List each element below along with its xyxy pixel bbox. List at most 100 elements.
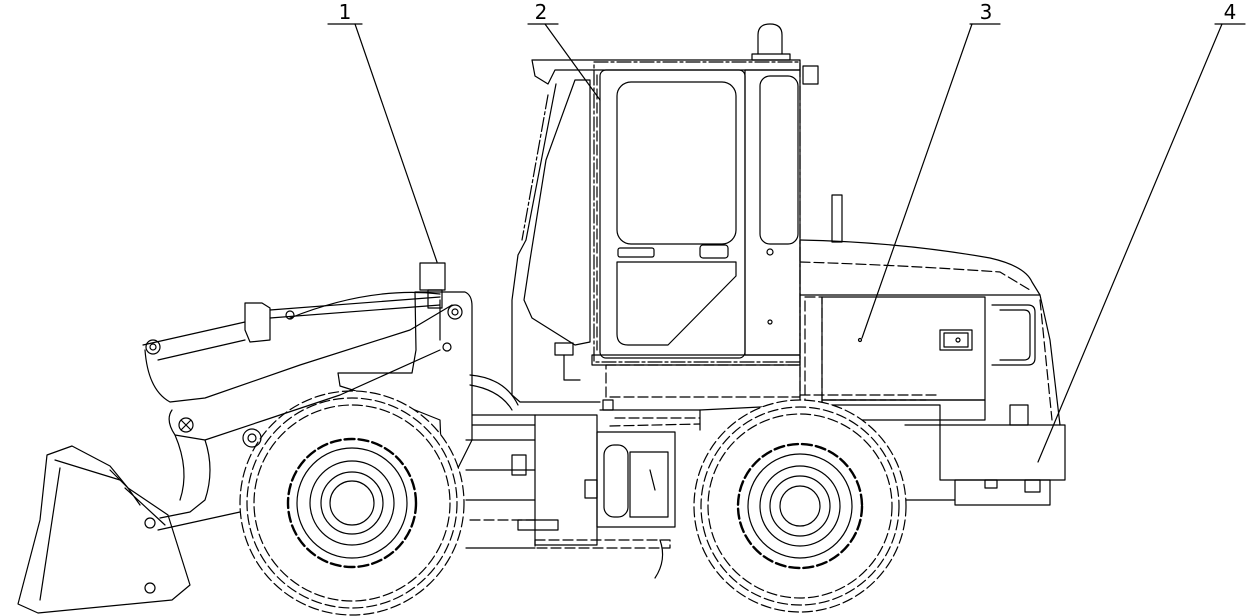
hose-lower <box>469 384 513 411</box>
lift-arm-bottom <box>168 349 441 441</box>
lamp-mount <box>427 289 443 309</box>
hydraulic-tank-line <box>649 469 656 491</box>
beacon-dome <box>757 23 783 55</box>
front-hub <box>320 471 384 535</box>
valve-block <box>584 479 598 499</box>
callout-label: 4 <box>1224 0 1237 24</box>
tilt-link <box>142 321 246 361</box>
hydraulic-hoses <box>469 374 519 411</box>
bucket-side-line <box>39 467 61 601</box>
rear-rim-inner <box>759 465 841 547</box>
front-tire-inner <box>253 404 451 602</box>
rear-rim-outer <box>736 442 864 570</box>
tower-plate <box>337 291 473 471</box>
grille-inner <box>999 309 1031 361</box>
callout-leader <box>1037 23 1223 463</box>
cab-rear-bolt-lower <box>767 319 773 325</box>
cab-front-hidden <box>521 94 549 241</box>
counterweight-mark <box>984 479 998 489</box>
front-frame-pin <box>517 519 559 531</box>
latch-inner <box>943 332 969 348</box>
bucket-shell <box>17 445 191 614</box>
tail-light <box>1009 404 1029 426</box>
callout-leader <box>354 23 438 263</box>
latch-frame <box>939 329 973 351</box>
center-frame <box>534 399 701 579</box>
bucket-lip <box>54 459 121 481</box>
tilt-hose-fitting <box>285 310 295 320</box>
callout-2: 2 <box>527 0 601 101</box>
counterweight <box>939 404 1066 506</box>
hood-latch <box>939 329 973 351</box>
center-frame-top <box>599 409 701 431</box>
tilt-cylinder <box>244 291 441 343</box>
front-frame-bracket <box>511 454 527 476</box>
boom-pivot-pin <box>451 308 459 316</box>
rear-tire-inner <box>707 413 893 599</box>
cab-rear-bolt <box>766 248 774 256</box>
cab-floor <box>591 354 801 366</box>
hanging-hose <box>654 539 664 579</box>
side-door <box>821 296 986 401</box>
center-frame-hidden <box>534 539 671 549</box>
tilt-hose <box>289 291 441 319</box>
rear-wheel <box>693 399 907 613</box>
rear-tire-tread <box>700 406 900 606</box>
front-rim-outer <box>286 437 418 569</box>
front-tire-outer <box>239 390 465 616</box>
rear-hub-cap <box>779 485 821 527</box>
counterweight-base <box>954 479 1051 506</box>
exhaust-pipe <box>831 194 843 243</box>
hood-hidden-line <box>799 261 1031 291</box>
bucket <box>17 445 191 614</box>
cab-roof <box>531 59 801 85</box>
tilt-cylinder-rod <box>269 296 441 319</box>
callout-leader <box>861 23 973 339</box>
hydraulic-tank <box>629 451 669 518</box>
cab-rear-panel <box>744 69 801 356</box>
lift-arm-lower <box>159 439 211 519</box>
cab-base-hidden <box>605 364 801 398</box>
cab-step <box>554 342 574 356</box>
mirror <box>802 65 819 85</box>
bellcrank-pivot-mark <box>180 419 192 431</box>
center-frame-hoses <box>609 417 701 427</box>
callout-label: 1 <box>339 0 352 24</box>
hydraulic-filter <box>603 444 629 518</box>
hose-upper <box>469 374 519 406</box>
radiator-grille <box>991 304 1036 366</box>
front-frame-tower <box>337 291 473 471</box>
hood-right-dash <box>1039 299 1053 421</box>
bucket-pivot-upper <box>144 517 156 529</box>
lift-cylinder-pin <box>242 428 262 448</box>
beacon-light <box>751 23 791 61</box>
front-tire-tread <box>246 397 458 609</box>
side-door-bolt <box>857 337 863 343</box>
door-window-lower <box>616 261 737 346</box>
tower-pin <box>442 342 452 352</box>
cab-rear-window <box>759 75 799 245</box>
bellcrank-pivot <box>178 417 194 433</box>
tilt-cylinder-body <box>244 302 271 343</box>
callout-leader <box>544 23 601 101</box>
rear-frame-lower <box>904 424 956 501</box>
front-rim-inner <box>309 460 395 546</box>
beacon-base <box>751 53 791 61</box>
engine-hood <box>799 239 1061 426</box>
lift-cylinder-pin-inner <box>247 433 257 443</box>
grille-outer <box>991 304 1036 366</box>
rear-hub <box>769 475 831 537</box>
tilt-link-pivot <box>145 339 161 355</box>
lift-arm-top <box>144 304 453 403</box>
front-rim <box>296 447 408 559</box>
callout-1: 1 <box>327 0 438 263</box>
tow-hitch <box>1024 479 1041 493</box>
lift-arm <box>142 304 453 531</box>
latch-dot <box>955 337 961 343</box>
tilt-link-pin <box>149 343 157 351</box>
door-handle <box>617 247 655 258</box>
work-lamp <box>419 262 446 309</box>
lamp-head <box>419 262 446 291</box>
front-wheel <box>239 390 465 616</box>
